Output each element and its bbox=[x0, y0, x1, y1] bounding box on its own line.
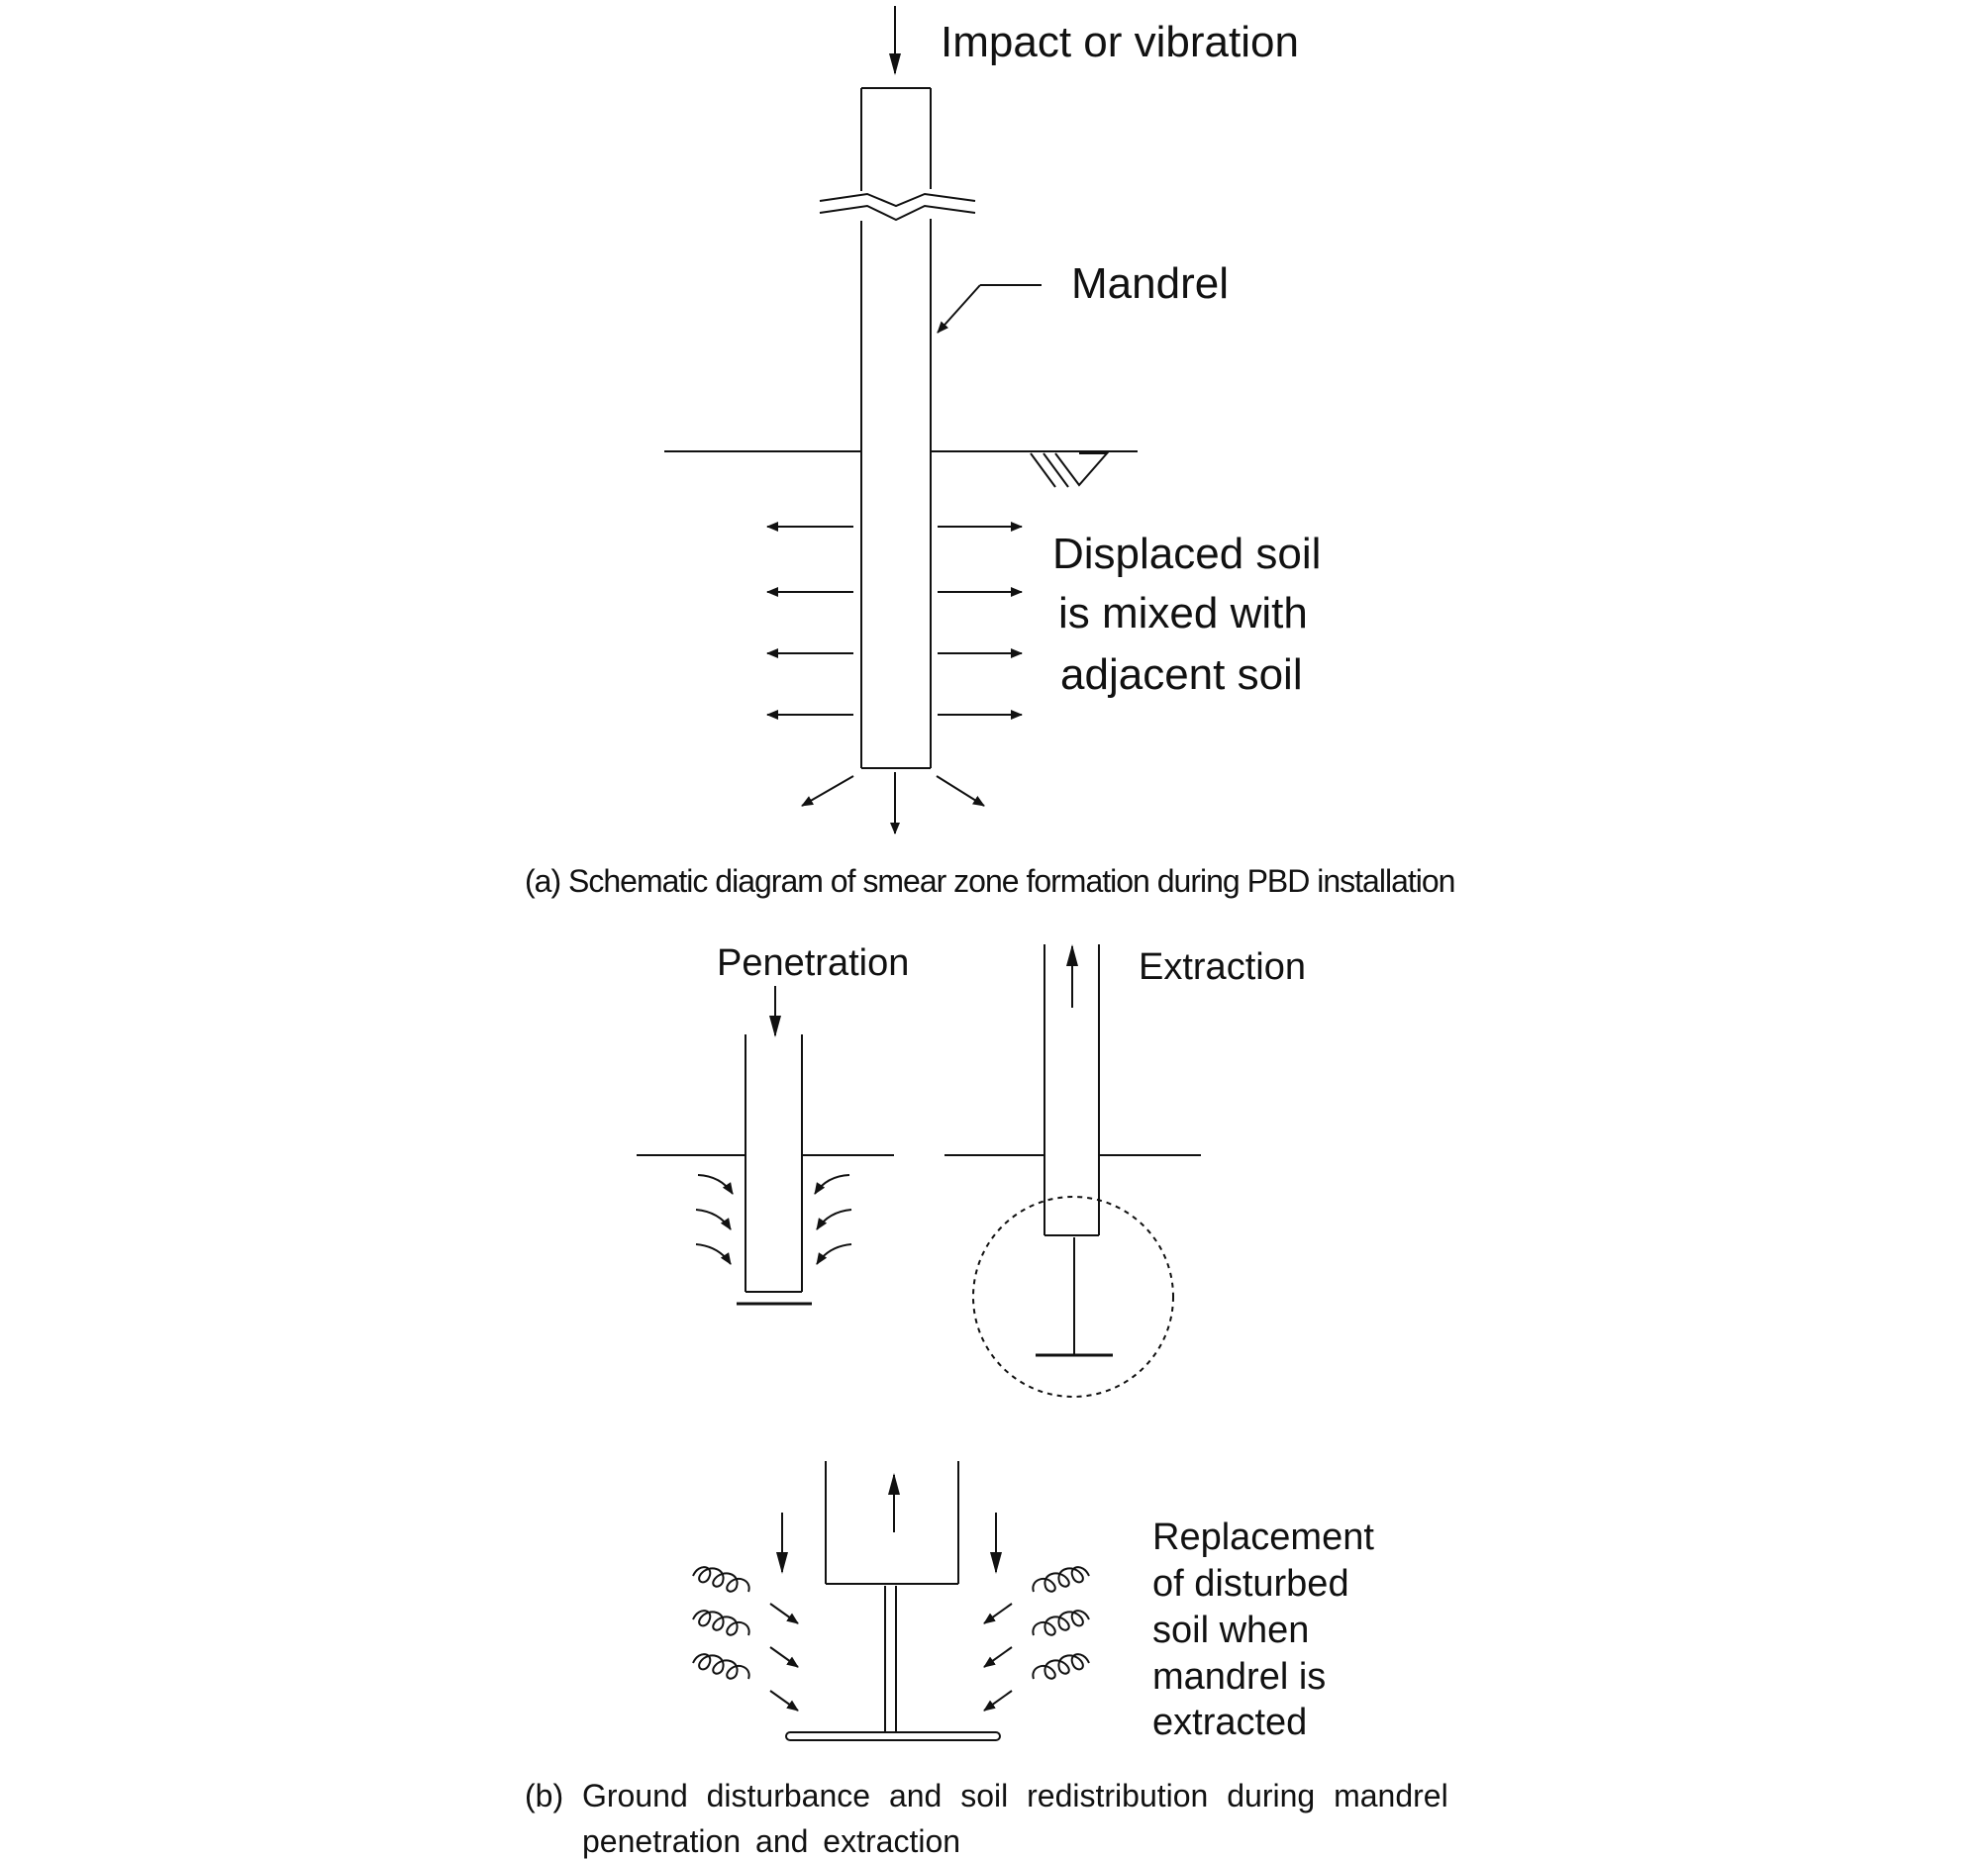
lateral-displacement-arrows bbox=[766, 522, 1023, 720]
caption-a: (a) Schematic diagram of smear zone form… bbox=[525, 863, 1455, 899]
caption-b-line1: (b) Ground disturbance and soil redistri… bbox=[525, 1778, 1448, 1813]
replacement-label-line2: of disturbed bbox=[1152, 1563, 1349, 1605]
extraction-mandrel bbox=[1044, 944, 1100, 1236]
break-lines bbox=[819, 192, 976, 222]
replacement-label-line5: extracted bbox=[1152, 1702, 1308, 1743]
penetration-mandrel bbox=[745, 1034, 803, 1293]
mandrel-shaft bbox=[860, 87, 932, 769]
disturbed-soil-swirls-right bbox=[983, 1566, 1090, 1712]
downward-arrows bbox=[776, 1513, 1002, 1574]
displaced-soil-label-line1: Displaced soil bbox=[1052, 530, 1322, 578]
disturbed-soil-swirls-left bbox=[692, 1566, 799, 1712]
impact-label: Impact or vibration bbox=[941, 18, 1299, 66]
replacement-label-line4: mandrel is bbox=[1152, 1656, 1327, 1698]
displaced-soil-label-line2: is mixed with bbox=[1058, 589, 1308, 637]
replacement-label-line3: soil when bbox=[1152, 1610, 1310, 1651]
mandrel-leader-arrow bbox=[937, 284, 981, 334]
tip-displacement-arrows bbox=[801, 772, 985, 834]
extraction-label: Extraction bbox=[1139, 946, 1306, 988]
displaced-soil-label-line3: adjacent soil bbox=[1060, 650, 1303, 699]
penetration-label: Penetration bbox=[717, 942, 910, 984]
replacement-label-line1: Replacement bbox=[1152, 1517, 1374, 1558]
caption-b-line2: penetration and extraction bbox=[582, 1823, 961, 1859]
disturbed-zone-circle bbox=[972, 1196, 1174, 1398]
panel-a bbox=[664, 6, 1138, 834]
soil-inflow-arrows bbox=[695, 1174, 852, 1265]
replacement-mandrel bbox=[825, 1461, 959, 1585]
mandrel-label: Mandrel bbox=[1071, 259, 1229, 308]
replacement-anchor-plate bbox=[785, 1731, 1001, 1741]
ground-hatch-symbol bbox=[1030, 452, 1110, 488]
panel-b-replacement bbox=[692, 1461, 1090, 1741]
panel-b-extraction bbox=[944, 944, 1201, 1398]
replacement-drain-strip bbox=[884, 1586, 897, 1732]
panel-b-penetration bbox=[637, 986, 894, 1306]
